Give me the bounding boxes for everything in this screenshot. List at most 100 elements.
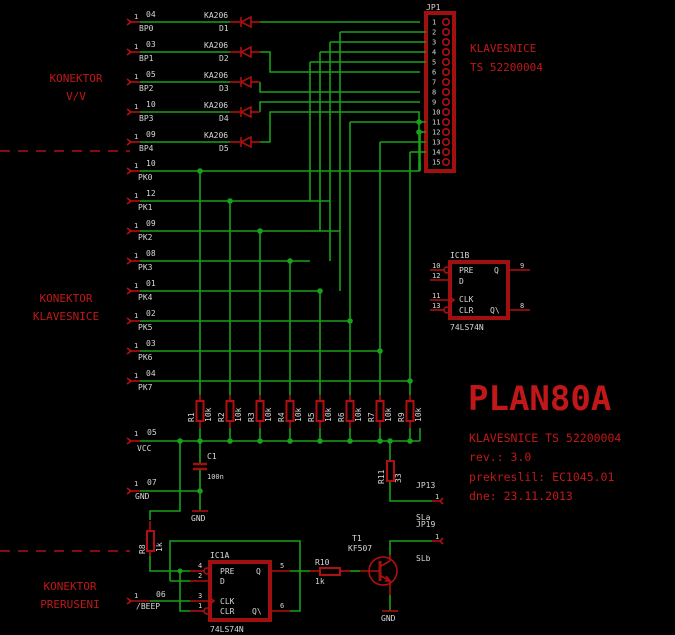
- pk-net: 12: [146, 189, 156, 198]
- c1-name: C1: [207, 452, 217, 461]
- diode-name: D1: [219, 24, 229, 33]
- ic1b-pin-clk: 11: [432, 292, 440, 300]
- ic1b-clr-label: CLR: [459, 306, 474, 315]
- pk-net: 01: [146, 279, 156, 288]
- jp1-pin-pad: [441, 68, 450, 77]
- pk-label: PK1: [138, 203, 153, 212]
- junction-dot: [197, 168, 203, 174]
- pk-label: PK2: [138, 233, 153, 242]
- ic1b-pin-qn: 8: [520, 302, 524, 310]
- r11-value: 33: [394, 473, 403, 483]
- t1-name: T1: [352, 534, 362, 543]
- jp1-pin-label: 10: [432, 109, 440, 117]
- bp-pin: 1: [134, 133, 138, 141]
- jp1-pin-label: 8: [432, 89, 436, 97]
- jp1-pin-label: 14: [432, 149, 440, 157]
- resistor-name: R1: [187, 412, 196, 422]
- t1-gnd-label: GND: [381, 614, 396, 623]
- ic1a-pin-d: 2: [198, 572, 202, 580]
- resistor-body: [285, 400, 295, 422]
- junction-dot: [416, 119, 422, 125]
- pk-pin: 1: [134, 342, 138, 350]
- resistor-value: 10k: [234, 407, 243, 422]
- jp13-name: JP13: [416, 481, 435, 490]
- diode-name: D3: [219, 84, 229, 93]
- resistor-value: 10k: [354, 407, 363, 422]
- diode-part: KA206: [204, 71, 228, 80]
- gnd-net: 07: [147, 478, 157, 487]
- ic1b-pin-d: 12: [432, 272, 440, 280]
- jp19-net: SLb: [416, 554, 431, 563]
- title-line-1: KLAVESNICE TS 52200004: [469, 431, 621, 445]
- jp1-desc-2: TS 52200004: [470, 61, 543, 74]
- jp1-pin-pad: [441, 37, 450, 46]
- bp-pin: 1: [134, 73, 138, 81]
- pk-label: PK7: [138, 383, 153, 392]
- resistor-value: 10k: [204, 407, 213, 422]
- ic1a-part: 74LS74N: [210, 625, 244, 634]
- gnd-symbol-label: GND: [191, 514, 206, 523]
- jp1-pin-pad: [441, 158, 450, 167]
- diode-name: D4: [219, 114, 229, 123]
- section-label-klav-1: KONEKTOR: [40, 292, 93, 305]
- resistor-value: 10k: [324, 407, 333, 422]
- jp1-pin-label: 15: [432, 159, 440, 167]
- jp1-pin-label: 7: [432, 79, 436, 87]
- jp19-sub: SLa: [416, 513, 431, 522]
- junction-dot: [347, 318, 353, 324]
- section-label-klav-2: KLAVESNICE: [33, 310, 99, 323]
- ic1b-name: IC1B: [450, 251, 469, 260]
- ic1a-clk-label: CLK: [220, 597, 235, 606]
- bp-net: 03: [146, 40, 156, 49]
- jp13-pin: 1: [435, 493, 439, 501]
- diode-name: D2: [219, 54, 229, 63]
- resistor-body: [315, 400, 325, 422]
- resistor-body: [195, 400, 205, 422]
- pk-net: 09: [146, 219, 156, 228]
- diode-part: KA206: [204, 131, 228, 140]
- resistor-name: R7: [367, 412, 376, 422]
- resistor-name: R4: [277, 412, 286, 422]
- pk-label: PK0: [138, 173, 153, 182]
- diode-icon: [239, 135, 252, 149]
- bp-net: 10: [146, 100, 156, 109]
- beep-label: /BEEP: [136, 602, 160, 611]
- jp1-pin-label: 2: [432, 29, 436, 37]
- resistor-name: R3: [247, 412, 256, 422]
- pk-net: 10: [146, 159, 156, 168]
- diode-icon: [239, 75, 252, 89]
- junction-dot: [317, 288, 323, 294]
- r8-value: 1k: [155, 542, 164, 552]
- resistor-value: 10k: [294, 407, 303, 422]
- diode-part: KA206: [204, 101, 228, 110]
- jp1-name: JP1: [426, 3, 441, 12]
- ic1b: IC1B 74LS74N PRE D CLK CLR Q Q\ 10 12 11…: [430, 251, 530, 332]
- pk-pin: 1: [134, 222, 138, 230]
- jp1-pin-pad: [441, 17, 450, 26]
- r10-name: R10: [315, 558, 330, 567]
- jp1-pin-pad: [441, 98, 450, 107]
- bp-net: 05: [146, 70, 156, 79]
- ic1b-pin-q: 9: [520, 262, 524, 270]
- resistor-r5: R5 10k: [307, 395, 333, 444]
- pk-pin: 1: [134, 372, 138, 380]
- resistor-body: [405, 400, 415, 422]
- resistor-r6: R6 10k: [337, 395, 363, 444]
- jp19-pin: 1: [435, 533, 439, 541]
- resistor-name: R5: [307, 412, 316, 422]
- jp1-pin-label: 13: [432, 139, 440, 147]
- resistor-value: 10k: [264, 407, 273, 422]
- pk-net: 03: [146, 339, 156, 348]
- ic1a-qn-label: Q\: [252, 607, 262, 616]
- resistor-body: [255, 400, 265, 422]
- resistor-name: R6: [337, 412, 346, 422]
- jp1-pin-pad: [441, 108, 450, 117]
- diode-name: D5: [219, 144, 229, 153]
